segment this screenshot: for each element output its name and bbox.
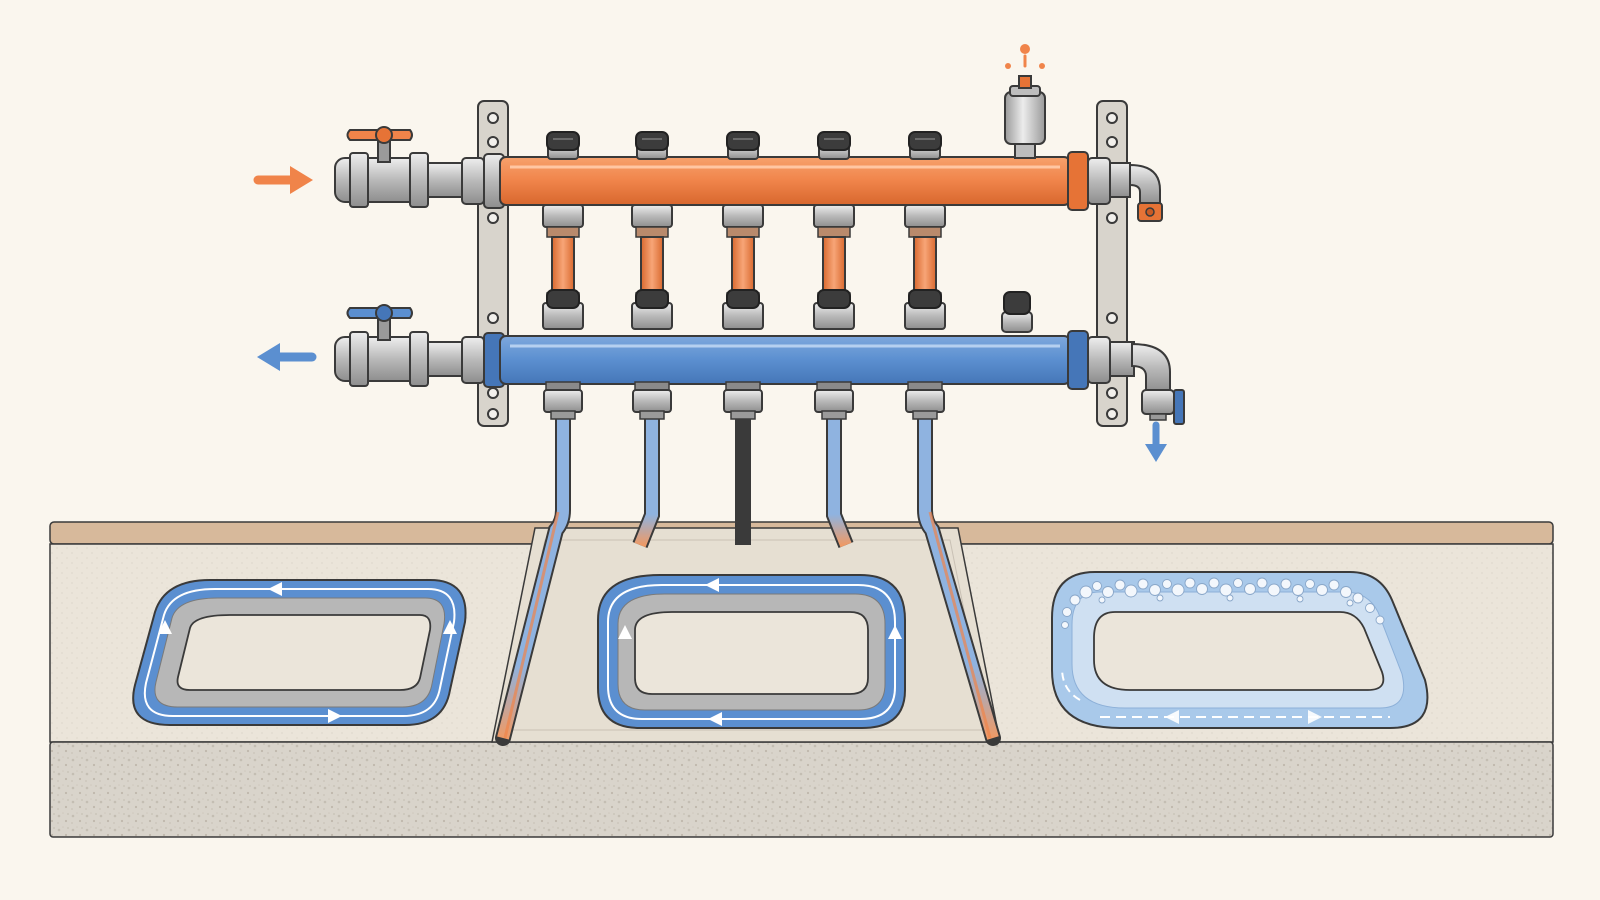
circuit-2-adjust-cap[interactable] xyxy=(635,131,669,151)
floor-loop-3 xyxy=(1051,571,1429,729)
return-bar xyxy=(499,335,1071,385)
return-outlet-arrow-icon xyxy=(257,343,317,371)
loop-3-core xyxy=(1093,611,1385,691)
loop-2-core xyxy=(634,611,869,695)
drain-arrow-down-icon xyxy=(1145,421,1167,462)
circuit-5-return-cap[interactable] xyxy=(908,289,942,309)
floor-loop-2 xyxy=(597,574,906,729)
loop-1-core xyxy=(176,614,432,691)
concrete-slab xyxy=(49,741,1554,838)
circuit-1 xyxy=(542,131,584,420)
air-vent-icon xyxy=(1004,44,1046,159)
circuit-4-outlet-fitting xyxy=(814,389,854,413)
circuit-tail-pipes xyxy=(495,397,1001,746)
circuit-4-adjust-cap[interactable] xyxy=(817,131,851,151)
circuit-1-adjust-cap[interactable] xyxy=(546,131,580,151)
return-drain-valve[interactable] xyxy=(1173,389,1185,425)
supply-manifold xyxy=(334,44,1163,222)
circuit-1-return-cap[interactable] xyxy=(546,289,580,309)
return-manifold xyxy=(334,291,1185,425)
circuit-2 xyxy=(631,131,673,420)
circuit-5-outlet-fitting xyxy=(905,389,945,413)
circuit-4-connector xyxy=(813,204,855,330)
supply-bar xyxy=(499,156,1071,206)
circuit-3-outlet-fitting xyxy=(723,389,763,413)
circuit-5-adjust-cap[interactable] xyxy=(908,131,942,151)
manifold-circuits xyxy=(542,131,946,420)
loop-2-flow-arrows xyxy=(618,578,902,726)
circuit-3-adjust-cap[interactable] xyxy=(726,131,760,151)
circuit-5-connector xyxy=(904,204,946,330)
trapped-air-bubbles xyxy=(1061,577,1385,629)
supply-inlet-arrow-icon xyxy=(253,166,313,194)
circuit-1-connector xyxy=(542,204,584,330)
circuit-4-return-cap[interactable] xyxy=(817,289,851,309)
circuit-3-return-cap[interactable] xyxy=(726,289,760,309)
circuit-1-outlet-fitting xyxy=(543,389,583,413)
circuit-3-connector xyxy=(722,204,764,330)
circuit-4 xyxy=(813,131,855,420)
floor-loop-1 xyxy=(132,579,467,726)
circuit-5 xyxy=(904,131,946,420)
loop-1-flow-arrows xyxy=(158,582,457,723)
circuit-3 xyxy=(722,131,764,420)
circuit-2-return-cap[interactable] xyxy=(635,289,669,309)
circuit-2-connector xyxy=(631,204,673,330)
loop-3-flow-arrows xyxy=(1165,710,1322,724)
circuit-2-outlet-fitting xyxy=(632,389,672,413)
